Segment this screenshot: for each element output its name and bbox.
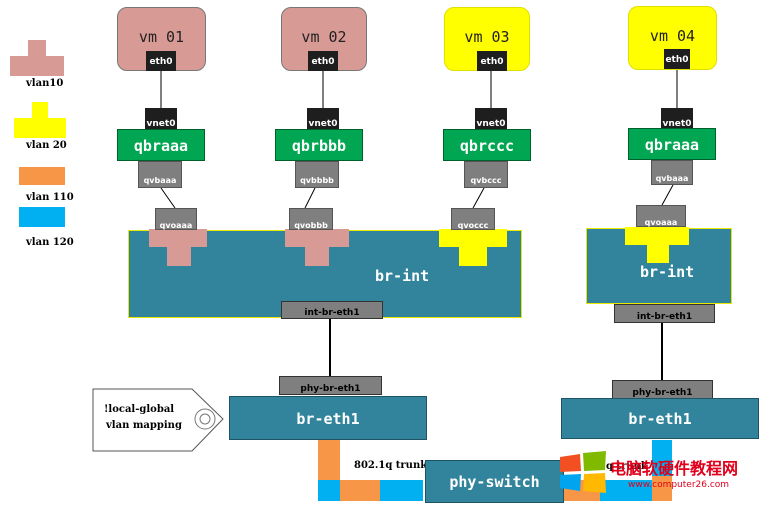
vm-02-qbr[interactable]: qbrbbb	[275, 129, 363, 161]
qvobbb-vlan10-tag	[285, 229, 349, 266]
br-int-host1-label: br-int	[375, 267, 430, 285]
vm-01-qvb: qvbaaa	[138, 161, 182, 188]
vm-03-eth0: eth0	[477, 51, 507, 71]
legend-label-vlan20: vlan 20	[26, 140, 67, 151]
vm-01[interactable]: vm 01	[117, 7, 206, 71]
vm-03-label: vm 03	[464, 28, 510, 46]
vm-01-label: vm 01	[138, 28, 185, 46]
br-int-host2-label: br-int	[640, 263, 695, 281]
vm-03-qbr[interactable]: qbrccc	[443, 129, 531, 161]
note-line-2: vlan mapping	[106, 420, 182, 431]
vm-03-qvo: qvoccc	[451, 208, 495, 230]
vm-04-label: vm 04	[649, 27, 696, 45]
local-global-vlan-mapping-note	[92, 388, 224, 452]
br-eth1-host1[interactable]: br-eth1	[229, 396, 427, 440]
phy-br-eth1-host1: phy-br-eth1	[279, 376, 382, 395]
vm-02-qvo: qvobbb	[289, 208, 333, 230]
vm-03-qvb: qvbccc	[464, 161, 508, 188]
vm-03-vnet0: vnet0	[475, 108, 507, 129]
vm-04-qbr[interactable]: qbraaa	[628, 128, 716, 160]
trunk-left-vertical-orange	[318, 440, 340, 480]
vm-04-eth0: eth0	[664, 49, 690, 69]
legend-label-vlan120: vlan 120	[26, 237, 74, 248]
vm-01-qvo: qvoaaa	[155, 208, 197, 230]
vm-02-qvb: qvbbbb	[295, 161, 339, 188]
br-eth1-host2[interactable]: br-eth1	[561, 398, 759, 439]
watermark-title: 电脑软硬件教程网	[610, 459, 739, 478]
legend-label-vlan110: vlan 110	[26, 192, 74, 203]
int-br-eth1-host1: int-br-eth1	[281, 301, 383, 319]
note-line-1: !local-global	[104, 404, 175, 415]
qvoccc-vlan20-tag	[439, 229, 507, 266]
trunk-label: 802.1q trunk	[354, 460, 428, 471]
vm-04-qvb: qvbaaa	[651, 160, 693, 185]
trunk-left-corner-blue	[318, 480, 340, 501]
vm-04-qvo: qvoaaa	[636, 205, 686, 227]
trunk-right-corner-orange	[652, 476, 672, 501]
legend-label-vlan10: vlan10	[26, 78, 64, 89]
legend: vlan10 vlan 20 vlan 110 vlan 120	[0, 0, 90, 260]
windows-logo-icon	[560, 451, 606, 493]
trunk-left-horizontal-blue	[380, 480, 423, 501]
trunk-right-horizontal-blue	[600, 480, 652, 501]
legend-swatch-vlan10	[10, 40, 64, 76]
phy-switch[interactable]: phy-switch	[425, 460, 564, 503]
trunk-right-label: q trunk	[606, 461, 648, 472]
int-br-eth1-host2: int-br-eth1	[614, 304, 715, 323]
watermark-url: www.computer26.com	[628, 480, 730, 490]
phy-br-eth1-host2: phy-br-eth1	[612, 380, 713, 399]
vm-04-vnet0: vnet0	[661, 108, 693, 129]
legend-swatch-vlan20	[14, 102, 66, 138]
vm-01-qbr[interactable]: qbraaa	[117, 129, 205, 161]
vm-02-eth0: eth0	[308, 51, 338, 71]
legend-swatch-vlan110	[19, 167, 65, 185]
trunk-right-vertical-blue	[652, 440, 672, 476]
vm-01-eth0: eth0	[146, 51, 176, 71]
qvoaaa-host2-vlan20-tag	[625, 227, 689, 263]
trunk-left-horizontal-orange	[340, 480, 380, 501]
vm-01-vnet0: vnet0	[145, 108, 177, 129]
note-text: !local-global vlan mapping	[104, 402, 182, 434]
qvoaaa-vlan10-tag	[149, 229, 207, 266]
vm-02-label: vm 02	[301, 28, 347, 46]
legend-swatch-vlan120	[19, 207, 65, 227]
vm-02-vnet0: vnet0	[307, 108, 339, 129]
